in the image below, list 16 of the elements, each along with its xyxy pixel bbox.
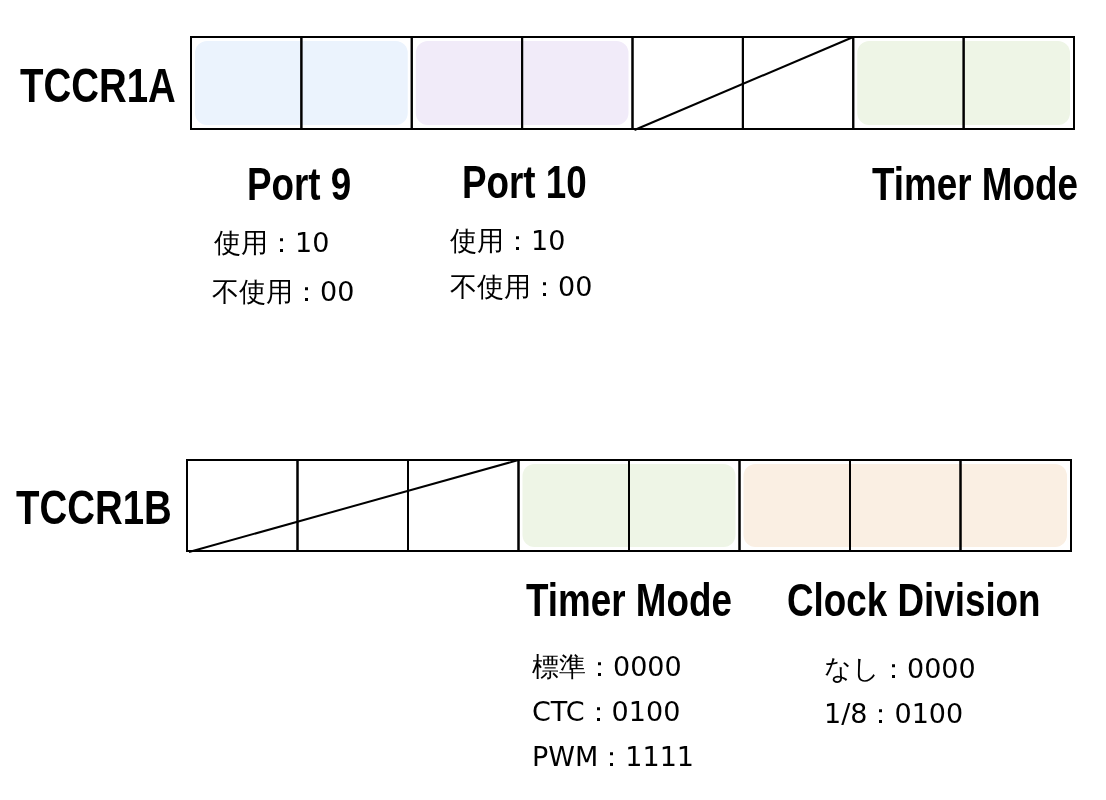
field-title: Timer Mode xyxy=(526,574,732,627)
setting-note: 不使用：00 xyxy=(212,276,355,308)
field-title: Timer Mode xyxy=(872,158,1078,211)
setting-note: 標準：0000 xyxy=(532,651,682,683)
setting-note: 使用：10 xyxy=(450,225,566,257)
setting-note: なし：0000 xyxy=(824,653,976,685)
setting-note: 不使用：00 xyxy=(450,271,593,303)
register-name: TCCR1A xyxy=(20,58,176,114)
setting-note: 1/8：0100 xyxy=(824,698,964,730)
field-title: Port 10 xyxy=(462,156,587,209)
setting-note: CTC：0100 xyxy=(532,696,681,728)
field-title: Clock Division xyxy=(787,574,1041,627)
setting-note: PWM：1111 xyxy=(532,741,694,773)
register-name: TCCR1B xyxy=(16,480,172,536)
field-title: Port 9 xyxy=(247,158,352,211)
setting-note: 使用：10 xyxy=(214,227,330,259)
